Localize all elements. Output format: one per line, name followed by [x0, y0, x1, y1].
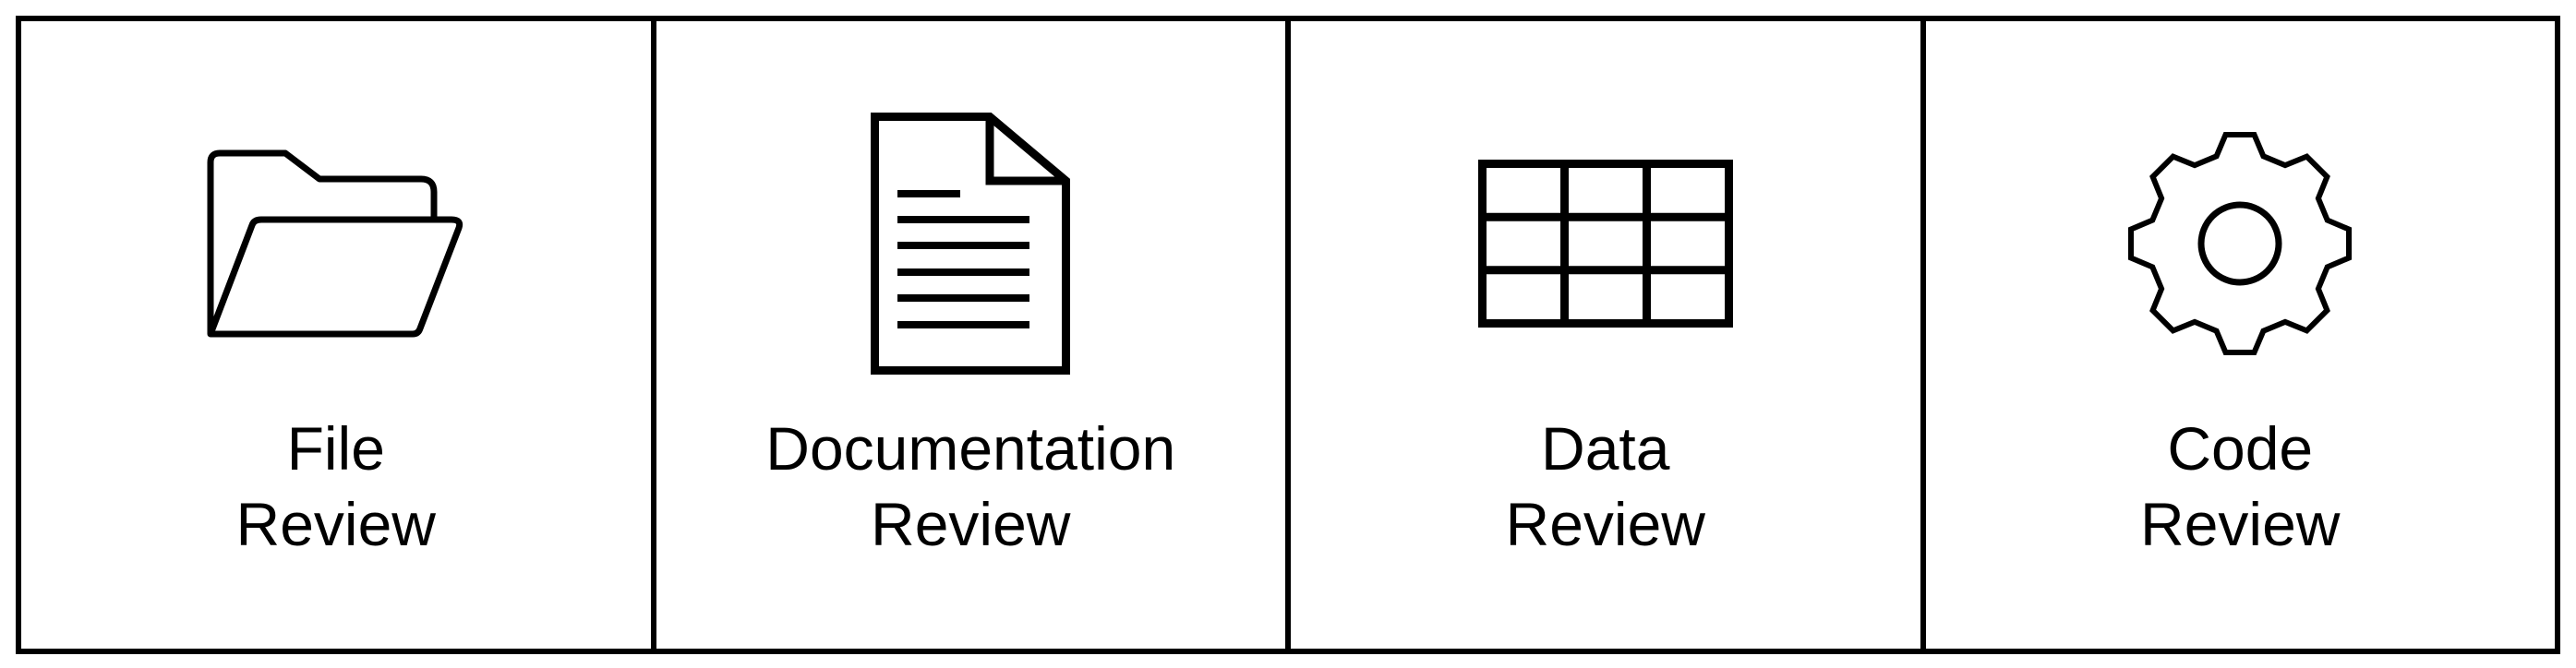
stage-card-documentation-review: Documentation Review: [650, 21, 1286, 649]
stage-card-code-review: Code Review: [1920, 21, 2556, 649]
stage-label-line: Review: [1505, 490, 1705, 558]
stage-label-data-review: Data Review: [1506, 411, 1705, 562]
open-folder-icon: [207, 149, 463, 338]
code-review-icon-box: [2126, 119, 2353, 368]
document-icon: [871, 113, 1071, 375]
file-review-icon-box: [207, 119, 465, 368]
stage-label-file-review: File Review: [236, 411, 436, 562]
stage-label-code-review: Code Review: [2140, 411, 2340, 562]
stage-label-documentation-review: Documentation Review: [765, 411, 1175, 562]
data-review-icon-box: [1477, 119, 1733, 368]
stage-label-line: Code: [2167, 414, 2314, 483]
stage-card-data-review: Data Review: [1285, 21, 1920, 649]
stage-label-line: Review: [2140, 490, 2341, 558]
stage-label-line: Data: [1541, 414, 1670, 483]
stage-label-line: Review: [235, 490, 436, 558]
stage-label-line: File: [286, 414, 385, 483]
table-grid-icon: [1477, 160, 1733, 328]
stage-card-file-review: File Review: [21, 21, 651, 649]
documentation-review-icon-box: [871, 113, 1071, 375]
stage-label-line: Review: [871, 490, 1071, 558]
diagram-frame: File Review Documentation Review: [16, 16, 2560, 654]
stage-label-line: Documentation: [765, 414, 1176, 483]
gear-icon: [2128, 132, 2353, 355]
